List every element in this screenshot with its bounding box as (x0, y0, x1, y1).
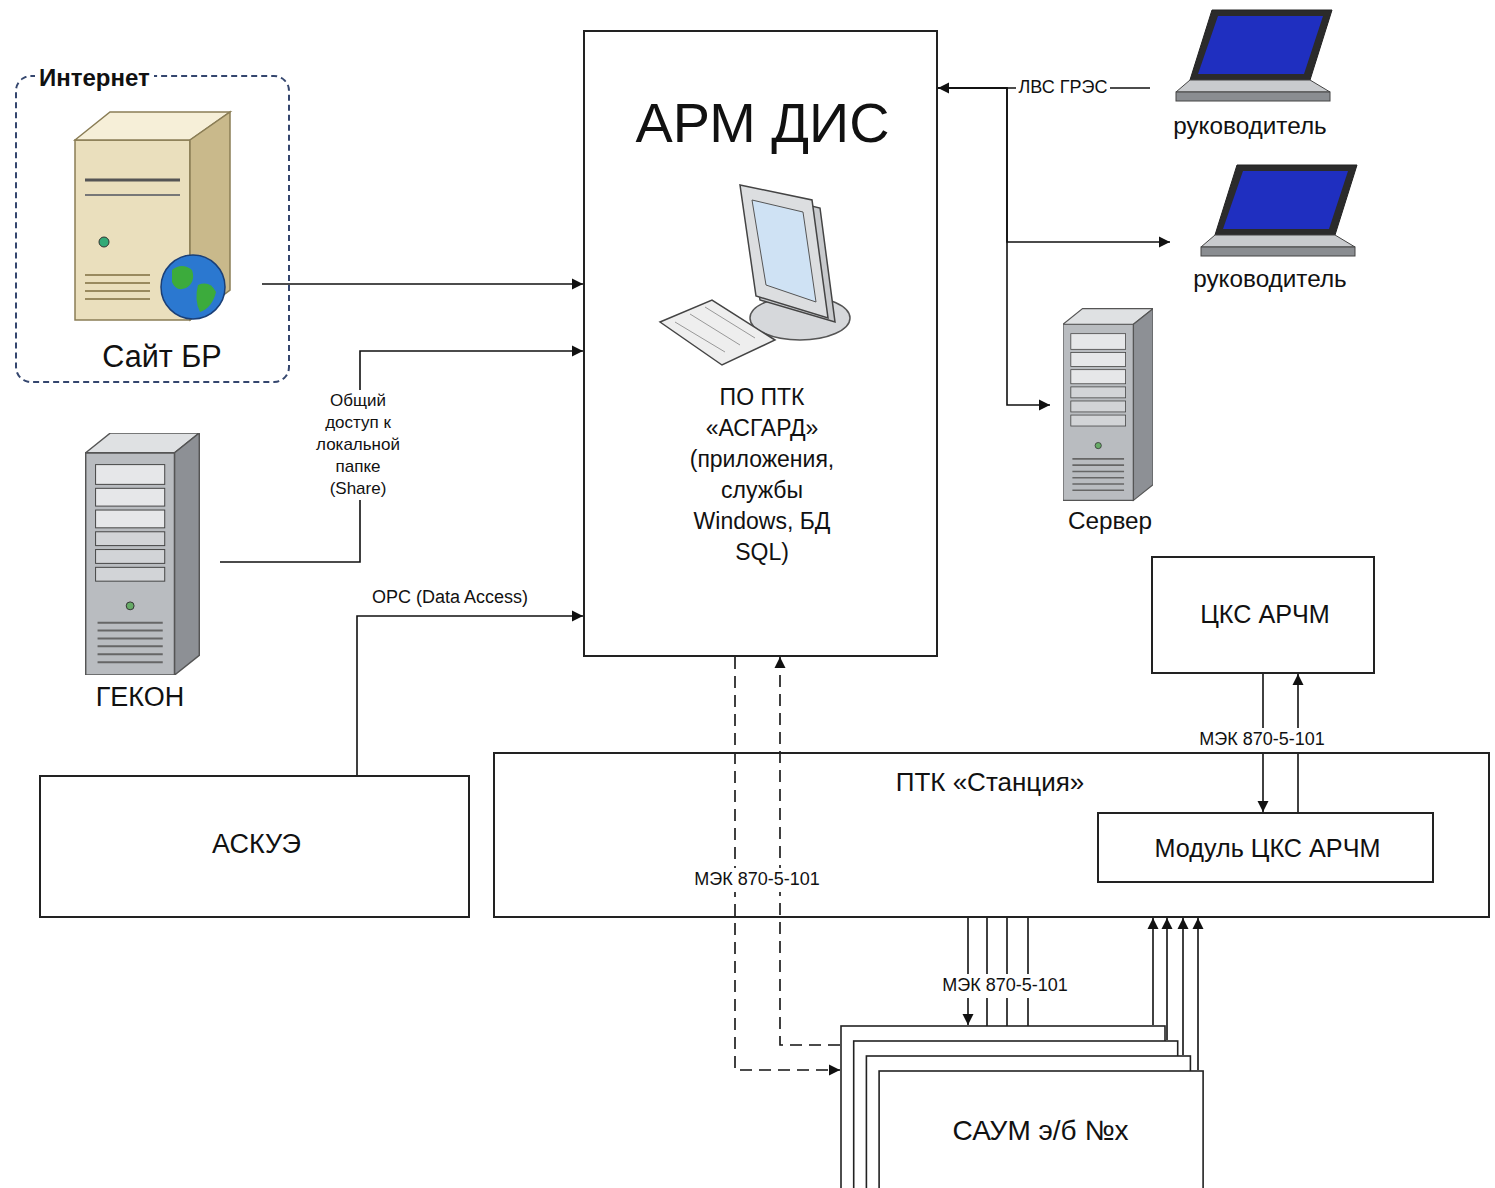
card-stack: САУМ э/б №х (840, 1025, 1203, 1188)
edge-label: МЭК 870-5-101 (691, 868, 822, 891)
connector-line (967, 918, 969, 1025)
laptop-icon (1176, 10, 1332, 101)
web-server-icon (75, 112, 230, 320)
laptop-node: руководитель (1170, 165, 1370, 306)
connector-line (938, 88, 1170, 242)
node-title: Сервер (1050, 505, 1170, 537)
connector-line (1197, 918, 1199, 1070)
gekon-server-icon (86, 433, 200, 675)
edge-label: МЭК 870-5-101 (939, 974, 1070, 997)
connector-line (780, 657, 840, 1045)
connector-line (1166, 918, 1168, 1040)
node-title: Интернет (35, 62, 154, 93)
node-title: руководитель (1150, 110, 1350, 142)
connector (780, 657, 840, 1045)
connector-line (938, 88, 1050, 405)
connector-line (1182, 918, 1184, 1055)
connector (262, 284, 583, 285)
web-server-node: Сайт БР (62, 92, 262, 389)
edge-label: МЭК 870-5-101 (1196, 728, 1327, 751)
connector-line (262, 283, 583, 285)
node-title: ГЕКОН (60, 680, 220, 715)
edge-label: OPC (Data Access) (369, 586, 531, 609)
connector (735, 657, 840, 1070)
process-box: АСКУЭ (39, 775, 470, 918)
workstation-box: АРМ ДИС ПО ПТК «АСГАРД» (приложения, служ… (583, 30, 938, 657)
connector-line (1152, 918, 1154, 1025)
card-outlines (840, 1025, 1203, 1188)
connector (938, 88, 1050, 405)
server-icon (1063, 309, 1153, 501)
process-box: ЦКС АРЧМ (1151, 556, 1375, 674)
laptop-icon (1201, 165, 1357, 256)
system-band: ПТК «Станция» Модуль ЦКС АРЧМ (493, 752, 1490, 918)
node-title: ЦКС АРЧМ (1153, 598, 1377, 631)
node-body: ПО ПТК «АСГАРД» (приложения, службы Wind… (677, 382, 847, 568)
internet-zone: ИнтернетСайт БР (15, 75, 290, 383)
connector-line (735, 657, 840, 1070)
node-title: ПТК «Станция» (825, 766, 1155, 800)
node-title: Модуль ЦКС АРЧМ (1099, 832, 1436, 865)
node-title: АРМ ДИС (585, 87, 940, 160)
edge-label: ЛВС ГРЭС (1016, 76, 1111, 99)
node-title: Сайт БР (62, 337, 262, 377)
edge-label: Общий доступ к локальной папке (Share) (303, 390, 413, 500)
node-title: САУМ э/б №х (878, 1113, 1203, 1149)
workstation-icon (660, 185, 850, 365)
node-title: руководитель (1170, 263, 1370, 295)
laptop-node: руководитель (1150, 20, 1350, 153)
module-box: Модуль ЦКС АРЧМ (1097, 812, 1434, 883)
node-title: АСКУЭ (41, 827, 472, 862)
server-node: ГЕКОН (60, 425, 220, 727)
connector (938, 88, 1170, 242)
server-node: Сервер (1050, 300, 1170, 548)
